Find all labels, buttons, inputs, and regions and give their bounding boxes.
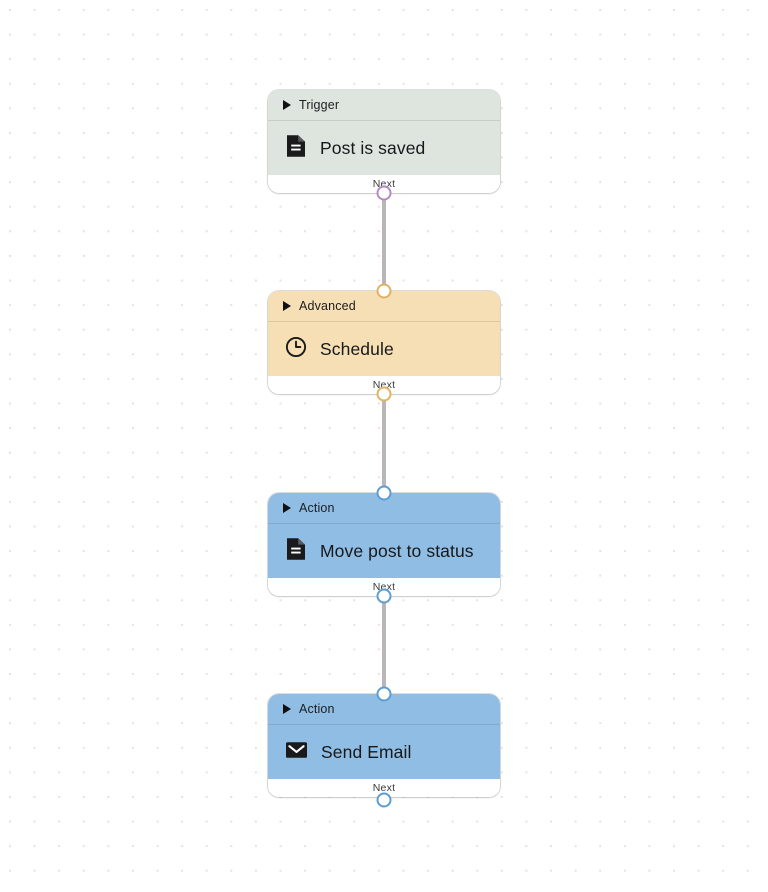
caret-right-icon[interactable] <box>283 301 291 311</box>
workflow-node-advanced[interactable]: Advanced Schedule Next <box>268 291 500 394</box>
caret-right-icon[interactable] <box>283 100 291 110</box>
node-output-port-action-email[interactable] <box>376 792 392 808</box>
document-icon <box>285 134 307 163</box>
node-body-action-move[interactable]: Move post to status <box>268 524 500 578</box>
caret-right-icon[interactable] <box>283 503 291 513</box>
node-output-port-trigger[interactable] <box>376 185 392 201</box>
workflow-node-action-email[interactable]: Action Send Email Next <box>268 694 500 797</box>
node-footer-next[interactable]: Next <box>268 779 500 797</box>
node-category-label: Advanced <box>299 299 356 313</box>
workflow-node-action-move[interactable]: Action Move post to status Next <box>268 493 500 596</box>
node-input-port-action-move[interactable] <box>376 485 392 501</box>
clock-icon <box>285 336 307 363</box>
node-category-label: Action <box>299 702 335 716</box>
node-title: Post is saved <box>320 137 426 158</box>
envelope-icon <box>285 740 308 765</box>
workflow-node-trigger[interactable]: Trigger Post is saved Next <box>268 90 500 193</box>
node-body-advanced[interactable]: Schedule <box>268 322 500 376</box>
node-category-label: Action <box>299 501 335 515</box>
node-input-port-action-email[interactable] <box>376 686 392 702</box>
node-title: Send Email <box>321 741 412 762</box>
node-output-port-advanced[interactable] <box>376 386 392 402</box>
node-header-trigger[interactable]: Trigger <box>268 90 500 121</box>
node-title: Move post to status <box>320 540 474 561</box>
caret-right-icon[interactable] <box>283 704 291 714</box>
node-body-trigger[interactable]: Post is saved <box>268 121 500 175</box>
document-icon <box>285 537 307 566</box>
node-body-action-email[interactable]: Send Email <box>268 725 500 779</box>
node-output-port-action-move[interactable] <box>376 588 392 604</box>
node-title: Schedule <box>320 338 394 359</box>
node-category-label: Trigger <box>299 98 340 112</box>
node-input-port-advanced[interactable] <box>376 283 392 299</box>
